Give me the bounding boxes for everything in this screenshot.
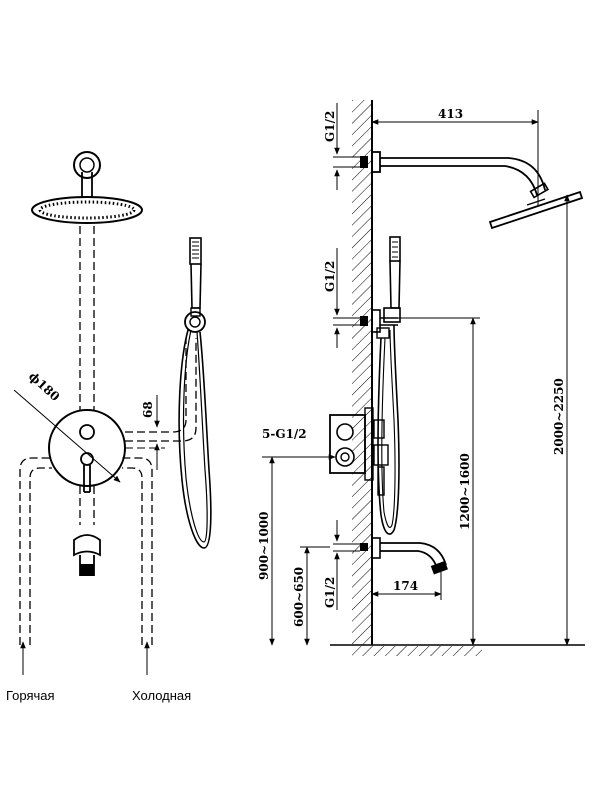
- shower-arm-pipe: [81, 172, 93, 198]
- spout-height-label: 600~650: [292, 567, 306, 627]
- arm-length-label: 413: [438, 107, 463, 121]
- shower-arm-flange: [73, 151, 101, 179]
- diameter-label: ϕ180: [26, 369, 62, 404]
- side-view: 413 G1/2: [257, 100, 585, 656]
- hot-label: Горячая: [6, 688, 55, 703]
- tub-spout-front: [73, 534, 101, 576]
- rain-shower-head: [31, 196, 143, 224]
- wall-section: [352, 100, 373, 645]
- front-view: ϕ180 Горячая Холодная 68: [6, 151, 212, 703]
- spout-length-dimension: 174: [371, 572, 442, 600]
- mixer-cover-plate: [48, 409, 126, 493]
- spout-thread-label: G1/2: [323, 577, 337, 608]
- mixer-body-side: [329, 407, 389, 496]
- cold-label: Холодная: [132, 688, 191, 703]
- head-height-dimension: 2000~2250: [552, 194, 570, 646]
- mixer-ports-callout: 5-G1/2: [262, 427, 336, 460]
- arm-thread-label: G1/2: [323, 111, 337, 142]
- wall-outlet-side: [360, 309, 398, 339]
- offset-dimension: 68: [141, 395, 160, 470]
- spout-thread-dimension: G1/2: [323, 520, 360, 610]
- floor-section: [330, 644, 585, 656]
- hand-shower-supply: [125, 338, 197, 449]
- hand-shower: [184, 237, 206, 333]
- offset-label: 68: [141, 401, 155, 418]
- hand-shower-hose: [178, 329, 212, 549]
- concealed-supply-pipe: [79, 226, 95, 525]
- mixer-height-label: 900~1000: [257, 511, 271, 580]
- shower-arm-side: [360, 151, 584, 230]
- diameter-dimension: ϕ180: [13, 369, 121, 483]
- hand-shower-side: [383, 236, 401, 323]
- arm-thread-dimension: G1/2: [323, 103, 360, 190]
- mixer-ports-label: 5-G1/2: [262, 427, 307, 441]
- outlet-height-label: 1200~1600: [458, 453, 472, 530]
- hose-side: [377, 324, 400, 535]
- head-height-label: 2000~2250: [552, 378, 566, 455]
- mixer-height-dimension: 900~1000: [257, 456, 275, 646]
- outlet-height-dimension: 1200~1600: [398, 317, 480, 646]
- arm-length-dimension: 413: [371, 107, 539, 205]
- supply-pipes: Горячая Холодная: [6, 457, 191, 703]
- outlet-thread-dimension: G1/2: [323, 248, 360, 348]
- outlet-thread-label: G1/2: [323, 261, 337, 292]
- spout-length-label: 174: [393, 579, 418, 593]
- tub-spout-side: [360, 537, 448, 575]
- spout-height-dimension: 600~650: [292, 546, 330, 646]
